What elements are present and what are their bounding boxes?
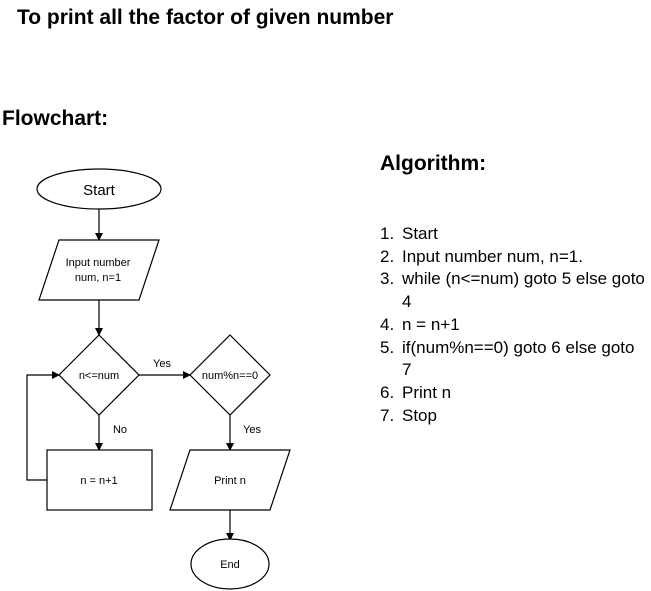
input-label-line1: Input number bbox=[66, 257, 131, 269]
step-number: 2. bbox=[380, 246, 395, 266]
edge-loop-no-label: No bbox=[113, 424, 127, 436]
increment-process: n = n+1 bbox=[46, 449, 153, 511]
algorithm-step: 1. Start bbox=[380, 223, 645, 246]
input-label-line2: num, n=1 bbox=[75, 272, 121, 284]
algorithm-step: 6. Print n bbox=[380, 382, 645, 405]
increment-label: n = n+1 bbox=[80, 475, 117, 487]
algorithm-step: 4. n = n+1 bbox=[380, 314, 645, 337]
step-number: 7. bbox=[380, 405, 395, 425]
print-label: Print n bbox=[214, 475, 246, 487]
step-number: 3. bbox=[380, 269, 395, 289]
end-label: End bbox=[220, 559, 240, 571]
edge-increment-loopback bbox=[26, 371, 60, 481]
edge-factor-yes-label: Yes bbox=[243, 424, 261, 436]
end-terminal: End bbox=[190, 538, 270, 590]
step-text: n = n+1 bbox=[402, 314, 460, 334]
algorithm-heading: Algorithm: bbox=[380, 152, 487, 175]
loop-condition-decision: n<=num bbox=[58, 334, 140, 416]
algorithm-step: 7. Stop bbox=[380, 405, 645, 428]
edge-loop-yes-label: Yes bbox=[153, 358, 171, 370]
algorithm-step: 5. if(num%n==0) goto 6 else goto 7 bbox=[380, 337, 645, 382]
step-text: Input number num, n=1. bbox=[402, 246, 583, 266]
factor-condition-label: num%n==0 bbox=[202, 370, 258, 382]
step-text: Print n bbox=[402, 382, 452, 402]
page-title: To print all the factor of given number bbox=[17, 6, 394, 29]
factor-condition-decision: num%n==0 bbox=[189, 334, 271, 416]
step-number: 5. bbox=[380, 337, 395, 357]
algorithm-step: 3. while (n<=num) goto 5 else goto 4 bbox=[380, 268, 645, 313]
step-number: 4. bbox=[380, 314, 395, 334]
print-output-node: Print n bbox=[169, 449, 291, 511]
loop-condition-label: n<=num bbox=[79, 370, 119, 382]
step-text: Stop bbox=[402, 405, 437, 425]
algorithm-steps: 1. Start 2. Input number num, n=1. 3. while… bbox=[380, 223, 645, 427]
step-text: while (n<=num) goto 5 else goto 4 bbox=[402, 269, 645, 312]
flowchart-heading: Flowchart: bbox=[2, 107, 109, 130]
start-label: Start bbox=[83, 182, 116, 199]
step-number: 6. bbox=[380, 382, 395, 402]
step-text: if(num%n==0) goto 6 else goto 7 bbox=[402, 337, 635, 380]
input-node: Input number num, n=1 bbox=[38, 239, 160, 301]
start-terminal: Start bbox=[36, 168, 162, 210]
step-text: Start bbox=[402, 224, 438, 243]
step-number: 1. bbox=[380, 224, 395, 243]
algorithm-step: 2. Input number num, n=1. bbox=[380, 246, 645, 269]
